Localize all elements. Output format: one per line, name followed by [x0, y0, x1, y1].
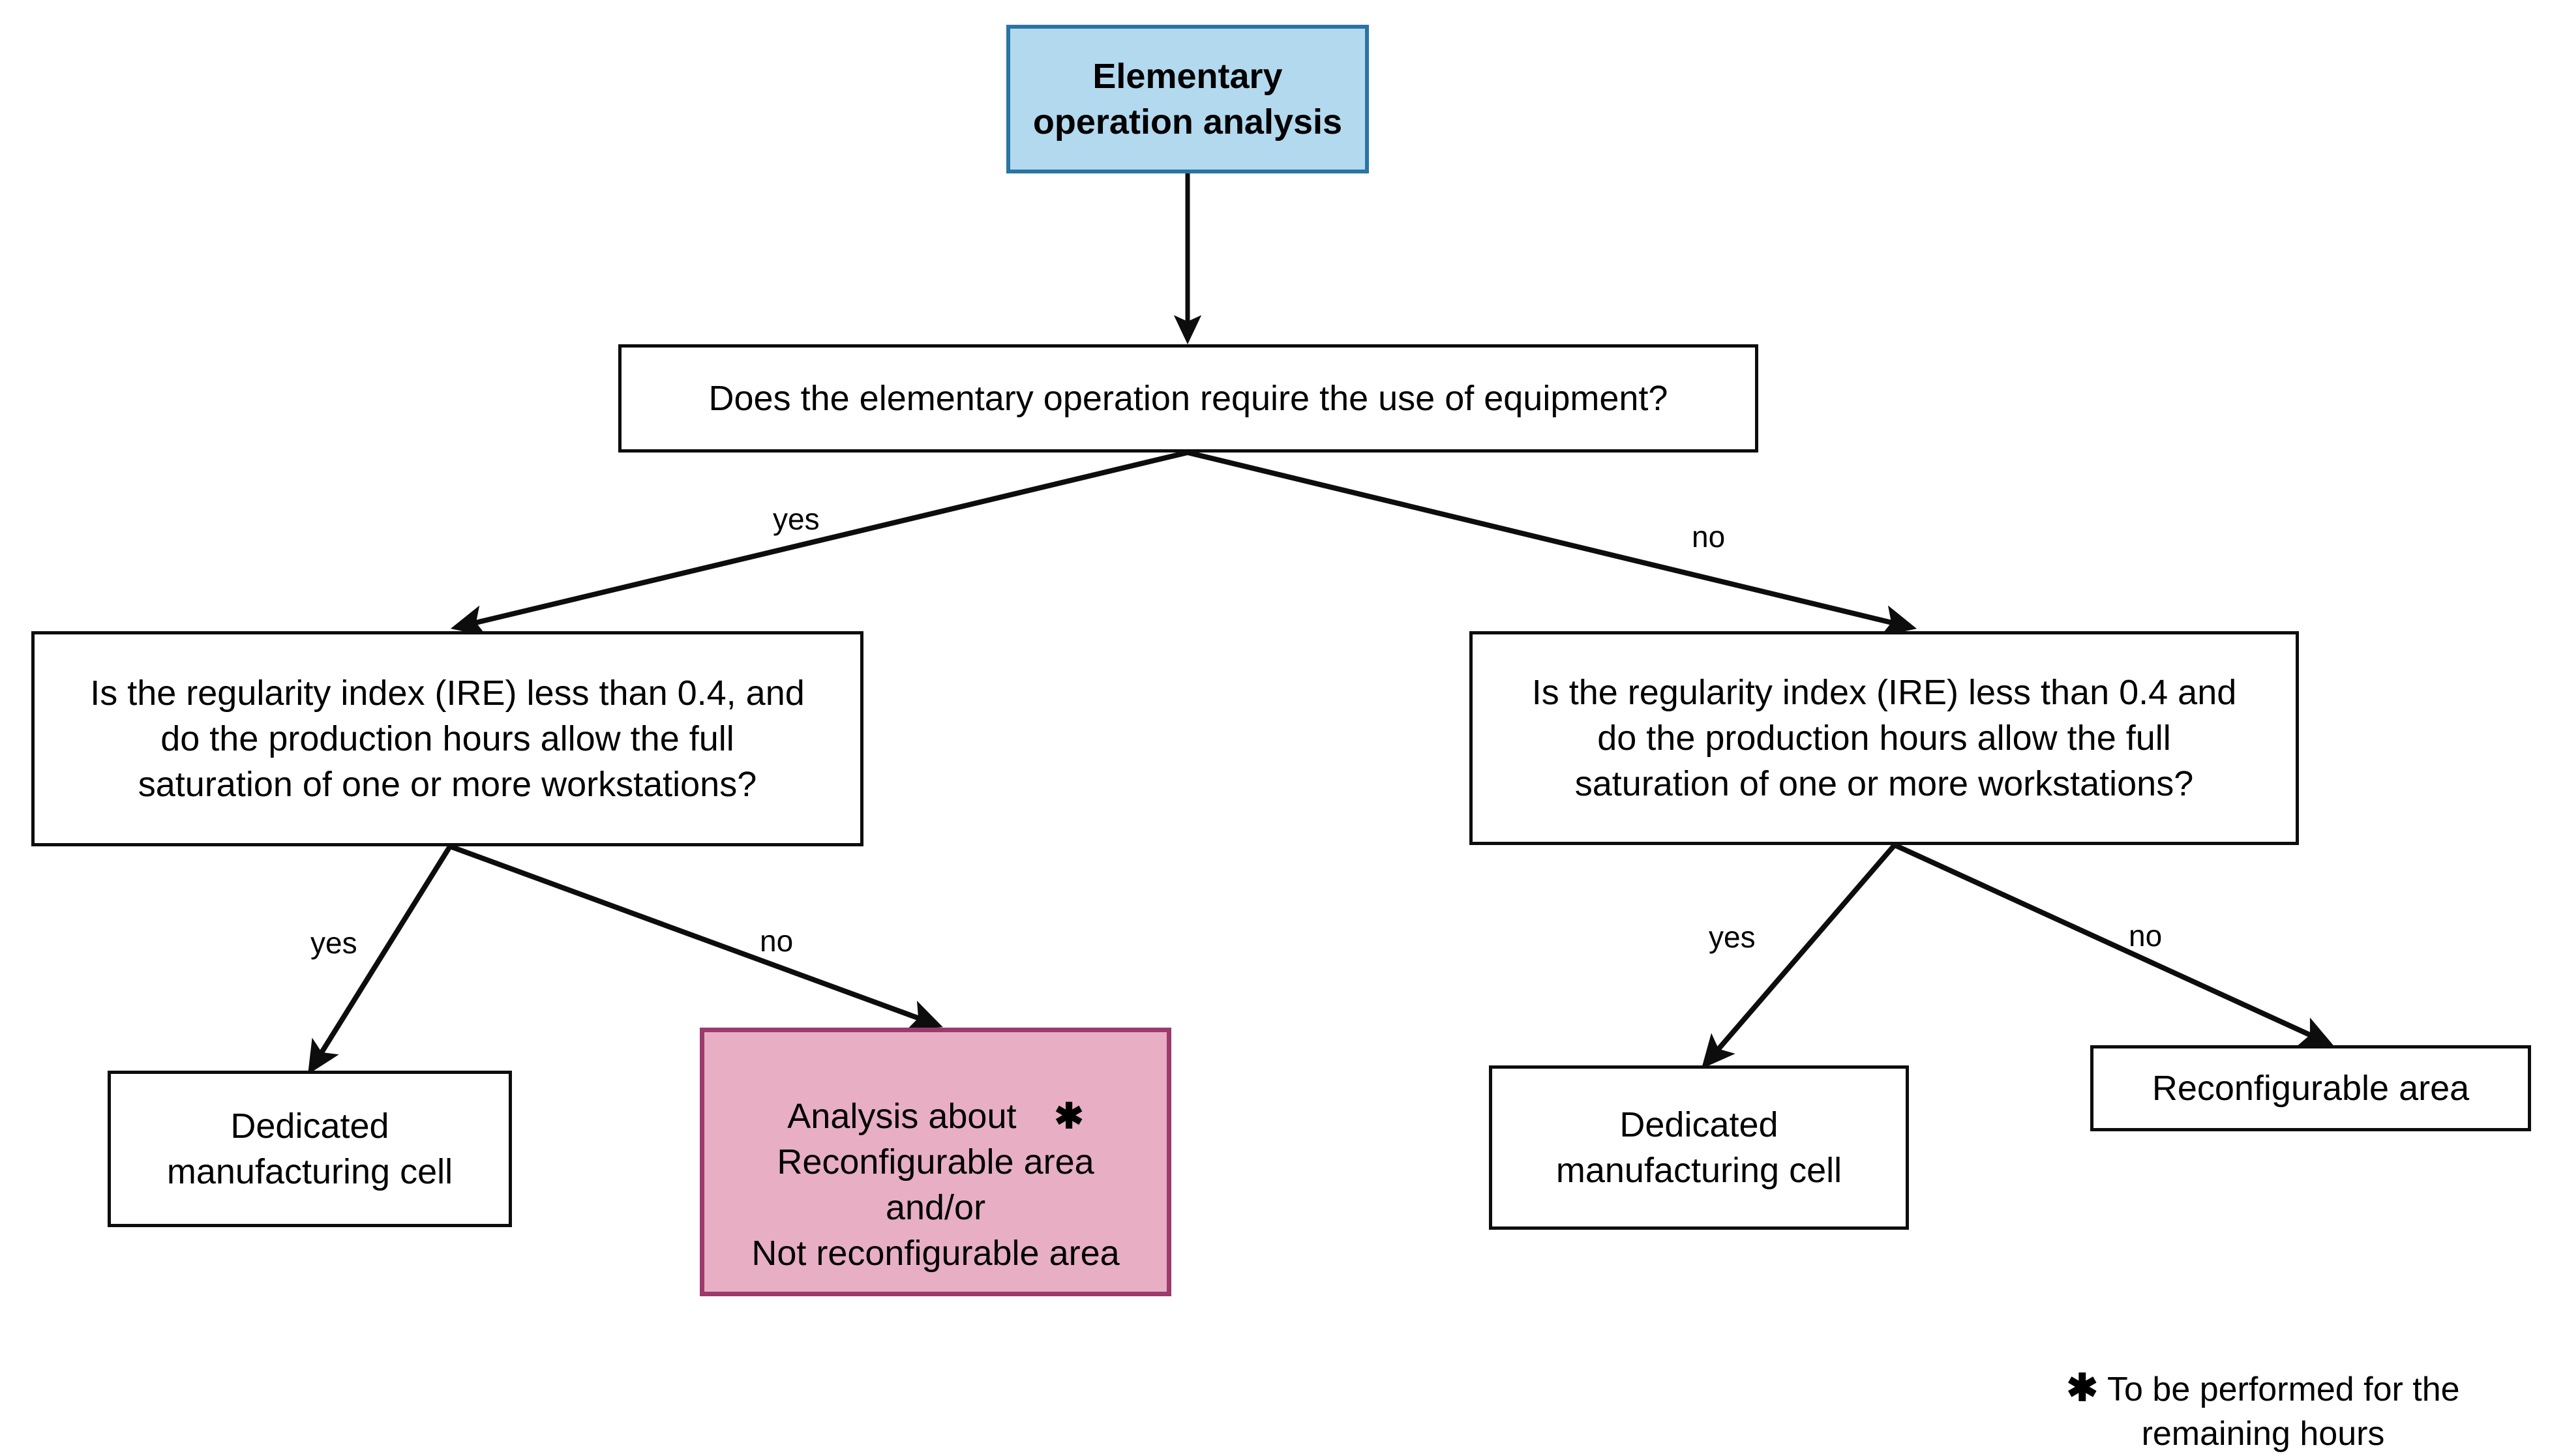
footnote-remaining-hours: ✱To be performed for the remaining hours [1996, 1320, 2530, 1455]
analysis-about-text: Analysis about [787, 1096, 1017, 1136]
node-label-rest: Reconfigurable area and/or Not reconfigu… [751, 1142, 1120, 1273]
footnote-text: To be performed for the remaining hours [2107, 1370, 2460, 1453]
node-decision-ire-right[interactable]: Is the regularity index (IRE) less than … [1469, 631, 2299, 845]
edge-label-left-yes: yes [310, 926, 357, 960]
asterisk-marker-icon: ✱ [2066, 1366, 2099, 1409]
asterisk-marker-icon: ✱ [1054, 1096, 1084, 1136]
node-label: Is the regularity index (IRE) less than … [90, 673, 805, 805]
node-label: Does the elementary operation require th… [708, 378, 1668, 418]
edge-label-right-no: no [2129, 919, 2163, 953]
node-dedicated-manufacturing-cell-right[interactable]: Dedicated manufacturing cell [1489, 1065, 1909, 1230]
node-elementary-operation-analysis[interactable]: Elementary operation analysis [1006, 25, 1369, 173]
edge-label-left-no: no [760, 924, 794, 958]
edge-label-root-yes: yes [773, 502, 820, 536]
node-decision-requires-equipment[interactable]: Does the elementary operation require th… [618, 344, 1758, 453]
node-label: Elementary operation analysis [1032, 56, 1343, 141]
node-analysis-reconfigurable-area[interactable]: Analysis about ✱ Reconfigurable area and/… [700, 1028, 1171, 1296]
node-decision-ire-left[interactable]: Is the regularity index (IRE) less than … [31, 631, 863, 846]
node-reconfigurable-area[interactable]: Reconfigurable area [2090, 1045, 2531, 1131]
node-label: Dedicated manufacturing cell [166, 1106, 453, 1191]
edge-right-yes [1701, 843, 1897, 1069]
node-label: Reconfigurable area [2152, 1068, 2470, 1108]
node-label-line1: Analysis about ✱ [787, 1048, 1083, 1139]
node-label: Dedicated manufacturing cell [1555, 1105, 1842, 1190]
edge-root-no [1187, 450, 1917, 636]
edge-left-no [449, 844, 943, 1031]
edge-label-right-yes: yes [1709, 920, 1756, 954]
edge-root-yes [450, 450, 1188, 636]
edge-label-root-no: no [1692, 520, 1726, 554]
node-dedicated-manufacturing-cell-left[interactable]: Dedicated manufacturing cell [108, 1071, 512, 1227]
edge-right-no [1893, 842, 2334, 1047]
node-label: Is the regularity index (IRE) less than … [1531, 672, 2237, 804]
